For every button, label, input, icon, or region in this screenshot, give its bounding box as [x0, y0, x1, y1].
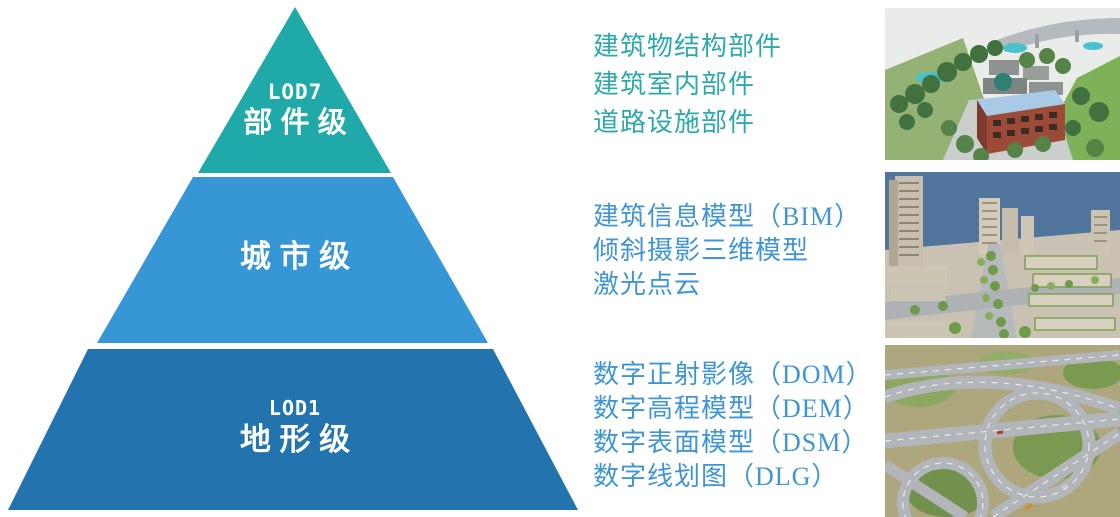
item-text: 倾斜摄影三维模型 [593, 236, 810, 265]
pyramid-level-terrain [8, 349, 578, 510]
city-level-oblique-photo [885, 172, 1120, 338]
item-text: 数字高程模型（DEM） [593, 394, 870, 423]
label-component-level: LOD7 部件级 [235, 79, 354, 142]
label-terrain-level: LOD1 地形级 [231, 396, 359, 460]
label-lod7: LOD7 [267, 80, 323, 104]
label-lod1: LOD1 [268, 396, 322, 420]
item-text: 数字线划图（DLG） [593, 462, 839, 491]
label-city-level-name: 城市级 [239, 239, 359, 274]
item-text: 建筑室内部件 [593, 70, 756, 99]
item-text: 数字表面模型（DSM） [593, 428, 869, 457]
item-text: 道路设施部件 [593, 108, 756, 137]
item-text: 激光点云 [593, 270, 702, 299]
component-level-items: 建筑物结构部件 建筑室内部件 道路设施部件 [593, 28, 782, 142]
item-text: 建筑物结构部件 [593, 32, 783, 61]
terrain-level-orthophoto [885, 345, 1120, 517]
label-component-level-name: 部件级 [243, 107, 355, 140]
interchange-scene [885, 345, 1120, 517]
terrain-level-items: 数字正射影像（DOM） 数字高程模型（DEM） 数字表面模型（DSM） 数字线划… [593, 358, 873, 494]
city-scene [885, 172, 1120, 338]
label-terrain-level-name: 地形级 [239, 422, 359, 457]
pyramid-level-city [97, 177, 488, 343]
city-level-items: 建筑信息模型（BIM） 倾斜摄影三维模型 激光点云 [593, 200, 861, 302]
item-text: 建筑信息模型（BIM） [593, 202, 862, 231]
label-city-level: 城市级 [231, 238, 359, 277]
pyramid-level-component [198, 7, 391, 173]
component-level-render-photo [885, 8, 1120, 160]
item-text: 数字正射影像（DOM） [593, 360, 873, 389]
render-scene [885, 8, 1120, 160]
pyramid-diagram [8, 7, 578, 510]
